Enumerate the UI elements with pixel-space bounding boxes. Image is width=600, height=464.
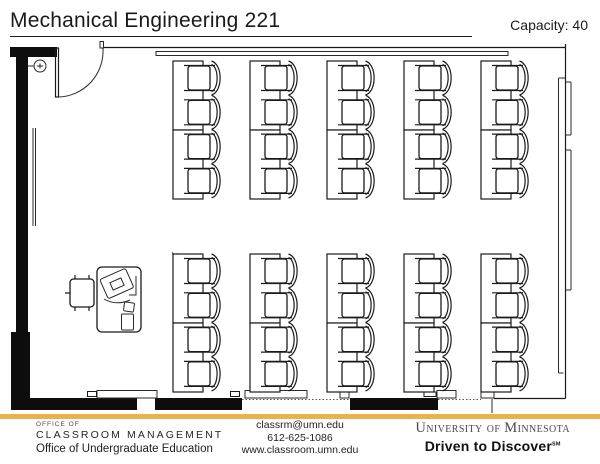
- instructor-desk-icon: [96, 266, 142, 333]
- door-closer-icon: [28, 59, 47, 73]
- walls: [10, 41, 567, 413]
- student-chair-icon: [491, 356, 529, 392]
- student-chair-icon: [260, 94, 298, 130]
- computer-monitor-icon: [99, 268, 137, 304]
- gold-bar: [0, 414, 600, 419]
- student-chair-icon: [260, 60, 298, 96]
- student-chair-icon: [337, 321, 375, 358]
- student-chair-icon: [260, 128, 298, 165]
- student-chair-icon: [491, 60, 529, 96]
- student-chair-icon: [414, 94, 452, 130]
- wall-bracket: [565, 81, 572, 291]
- undergrad-education-label: Office of Undergraduate Education: [36, 443, 213, 455]
- student-chair-icon: [337, 163, 375, 199]
- student-chair-icon: [183, 94, 221, 130]
- student-chair-icon: [337, 253, 375, 289]
- whiteboard-icon: [558, 77, 566, 374]
- student-chair-icon: [414, 163, 452, 199]
- student-chair-icon: [183, 60, 221, 96]
- student-chair-icon: [337, 60, 375, 96]
- student-chair-icon: [260, 321, 298, 358]
- door-swing-icon: [58, 48, 104, 98]
- desks-layer: [172, 60, 529, 393]
- door-leaf: [54, 47, 60, 98]
- instructor-chair-icon: [65, 275, 95, 311]
- student-chair-icon: [260, 287, 298, 323]
- student-chair-icon: [337, 128, 375, 165]
- student-chair-icon: [183, 128, 221, 165]
- student-chair-icon: [260, 163, 298, 199]
- student-chair-icon: [337, 356, 375, 392]
- classroom-management-label: CLASSROOM MANAGEMENT: [36, 429, 224, 441]
- student-chair-icon: [491, 163, 529, 199]
- footer-contact-block: classrm@umn.edu 612-625-1086 www.classro…: [242, 419, 359, 457]
- student-chair-icon: [491, 253, 529, 289]
- footer-brand-block: University of Minnesota Driven to Discov…: [415, 420, 570, 454]
- student-chair-icon: [260, 356, 298, 392]
- student-chair-icon: [491, 94, 529, 130]
- footer-office-block: OFFICE OF CLASSROOM MANAGEMENT Office of…: [36, 421, 223, 455]
- cpu-icon: [121, 313, 134, 331]
- student-chair-icon: [491, 128, 529, 165]
- capacity-label: Capacity: 40: [510, 17, 588, 33]
- student-chair-icon: [183, 253, 221, 289]
- contact-email: classrm@umn.edu: [256, 419, 344, 431]
- umn-tagline: Driven to DiscoverSM: [424, 438, 561, 454]
- student-chair-icon: [491, 321, 529, 358]
- student-chair-icon: [260, 253, 298, 289]
- student-chair-icon: [414, 356, 452, 392]
- student-chair-icon: [414, 60, 452, 96]
- student-chair-icon: [183, 321, 221, 358]
- contact-website: www.classroom.umn.edu: [241, 444, 359, 456]
- door-frame: [99, 41, 104, 49]
- umn-wordmark: University of Minnesota: [415, 420, 570, 436]
- keyboard-icon: [123, 301, 135, 313]
- whiteboard-icon: [155, 51, 509, 56]
- student-chair-icon: [183, 356, 221, 392]
- student-chair-icon: [414, 128, 452, 165]
- student-chair-icon: [337, 287, 375, 323]
- page-title: Mechanical Engineering 221: [10, 9, 281, 32]
- student-chair-icon: [183, 163, 221, 199]
- whiteboard-icon: [32, 128, 36, 226]
- contact-phone: 612-625-1086: [267, 431, 333, 444]
- service-mark: SM: [552, 441, 561, 448]
- student-chair-icon: [414, 253, 452, 289]
- student-chair-icon: [183, 287, 221, 323]
- student-chair-icon: [491, 287, 529, 323]
- office-of-label: OFFICE OF: [36, 421, 80, 428]
- title-underline: [10, 36, 472, 37]
- student-chair-icon: [337, 94, 375, 130]
- student-chair-icon: [414, 287, 452, 323]
- student-chair-icon: [414, 321, 452, 358]
